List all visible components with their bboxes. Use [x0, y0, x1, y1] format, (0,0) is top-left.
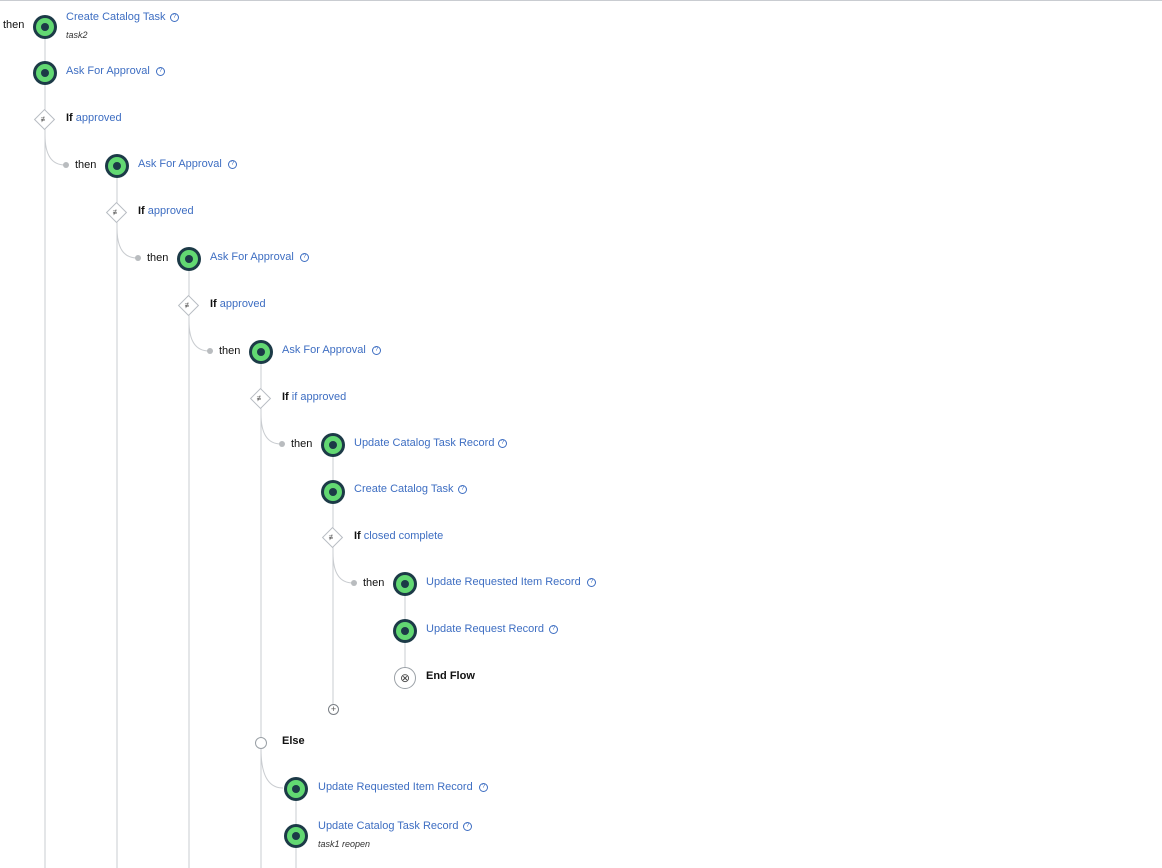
- branch-dot: [279, 441, 285, 447]
- info-icon[interactable]: ?: [587, 578, 596, 587]
- info-icon[interactable]: ?: [170, 13, 179, 22]
- action-step-icon[interactable]: [105, 154, 129, 178]
- action-step-icon[interactable]: [321, 480, 345, 504]
- step-create-catalog-task[interactable]: Create Catalog Task: [354, 483, 454, 495]
- info-icon[interactable]: ?: [463, 822, 472, 831]
- step-ask-for-approval[interactable]: Ask For Approval: [210, 251, 294, 263]
- then-label: then: [75, 159, 97, 171]
- action-step-icon[interactable]: [393, 572, 417, 596]
- step-subtext: task2: [66, 30, 88, 40]
- condition-label: If approved: [138, 205, 194, 217]
- then-label: then: [291, 438, 313, 450]
- end-flow-icon[interactable]: ⊗: [394, 667, 416, 689]
- condition-label: If closed complete: [354, 530, 444, 542]
- condition-value[interactable]: approved: [75, 112, 122, 124]
- condition-value[interactable]: if approved: [291, 391, 347, 403]
- branch-dot: [63, 162, 69, 168]
- add-step-icon[interactable]: +: [328, 704, 339, 715]
- step-subtext: task1 reopen: [318, 839, 371, 849]
- condition-value[interactable]: approved: [147, 205, 194, 217]
- info-icon[interactable]: ?: [372, 346, 381, 355]
- then-label: then: [219, 345, 241, 357]
- branch-dot: [135, 255, 141, 261]
- info-icon[interactable]: ?: [156, 67, 165, 76]
- step-ask-for-approval[interactable]: Ask For Approval: [282, 344, 366, 356]
- info-icon[interactable]: ?: [479, 783, 488, 792]
- then-label: then: [363, 577, 385, 589]
- condition-label: If if approved: [282, 391, 347, 403]
- action-step-icon[interactable]: [177, 247, 201, 271]
- branch-dot: [207, 348, 213, 354]
- condition-label: If approved: [210, 298, 266, 310]
- step-update-requested-item-record[interactable]: Update Requested Item Record: [318, 781, 473, 793]
- end-flow-label: End Flow: [426, 670, 475, 682]
- then-label: then: [3, 19, 25, 31]
- condition-value[interactable]: approved: [219, 298, 266, 310]
- action-step-icon[interactable]: [249, 340, 273, 364]
- info-icon[interactable]: ?: [458, 485, 467, 494]
- step-update-catalog-task-record[interactable]: Update Catalog Task Record: [318, 820, 459, 832]
- branch-dot: [351, 580, 357, 586]
- step-ask-for-approval[interactable]: Ask For Approval: [66, 65, 150, 77]
- action-step-icon[interactable]: [284, 777, 308, 801]
- action-step-icon[interactable]: [33, 15, 57, 39]
- info-icon[interactable]: ?: [498, 439, 507, 448]
- step-ask-for-approval[interactable]: Ask For Approval: [138, 158, 222, 170]
- else-label: Else: [282, 735, 305, 747]
- condition-value[interactable]: closed complete: [363, 530, 444, 542]
- action-step-icon[interactable]: [33, 61, 57, 85]
- condition-label: If approved: [66, 112, 122, 124]
- else-circle-icon[interactable]: [255, 737, 267, 749]
- step-update-request-record[interactable]: Update Request Record: [426, 623, 545, 635]
- step-update-catalog-task-record[interactable]: Update Catalog Task Record: [354, 437, 495, 449]
- step-create-catalog-task[interactable]: Create Catalog Task: [66, 11, 166, 23]
- step-update-requested-item-record[interactable]: Update Requested Item Record: [426, 576, 581, 588]
- action-step-icon[interactable]: [284, 824, 308, 848]
- info-icon[interactable]: ?: [228, 160, 237, 169]
- then-label: then: [147, 252, 169, 264]
- action-step-icon[interactable]: [321, 433, 345, 457]
- action-step-icon[interactable]: [393, 619, 417, 643]
- info-icon[interactable]: ?: [549, 625, 558, 634]
- info-icon[interactable]: ?: [300, 253, 309, 262]
